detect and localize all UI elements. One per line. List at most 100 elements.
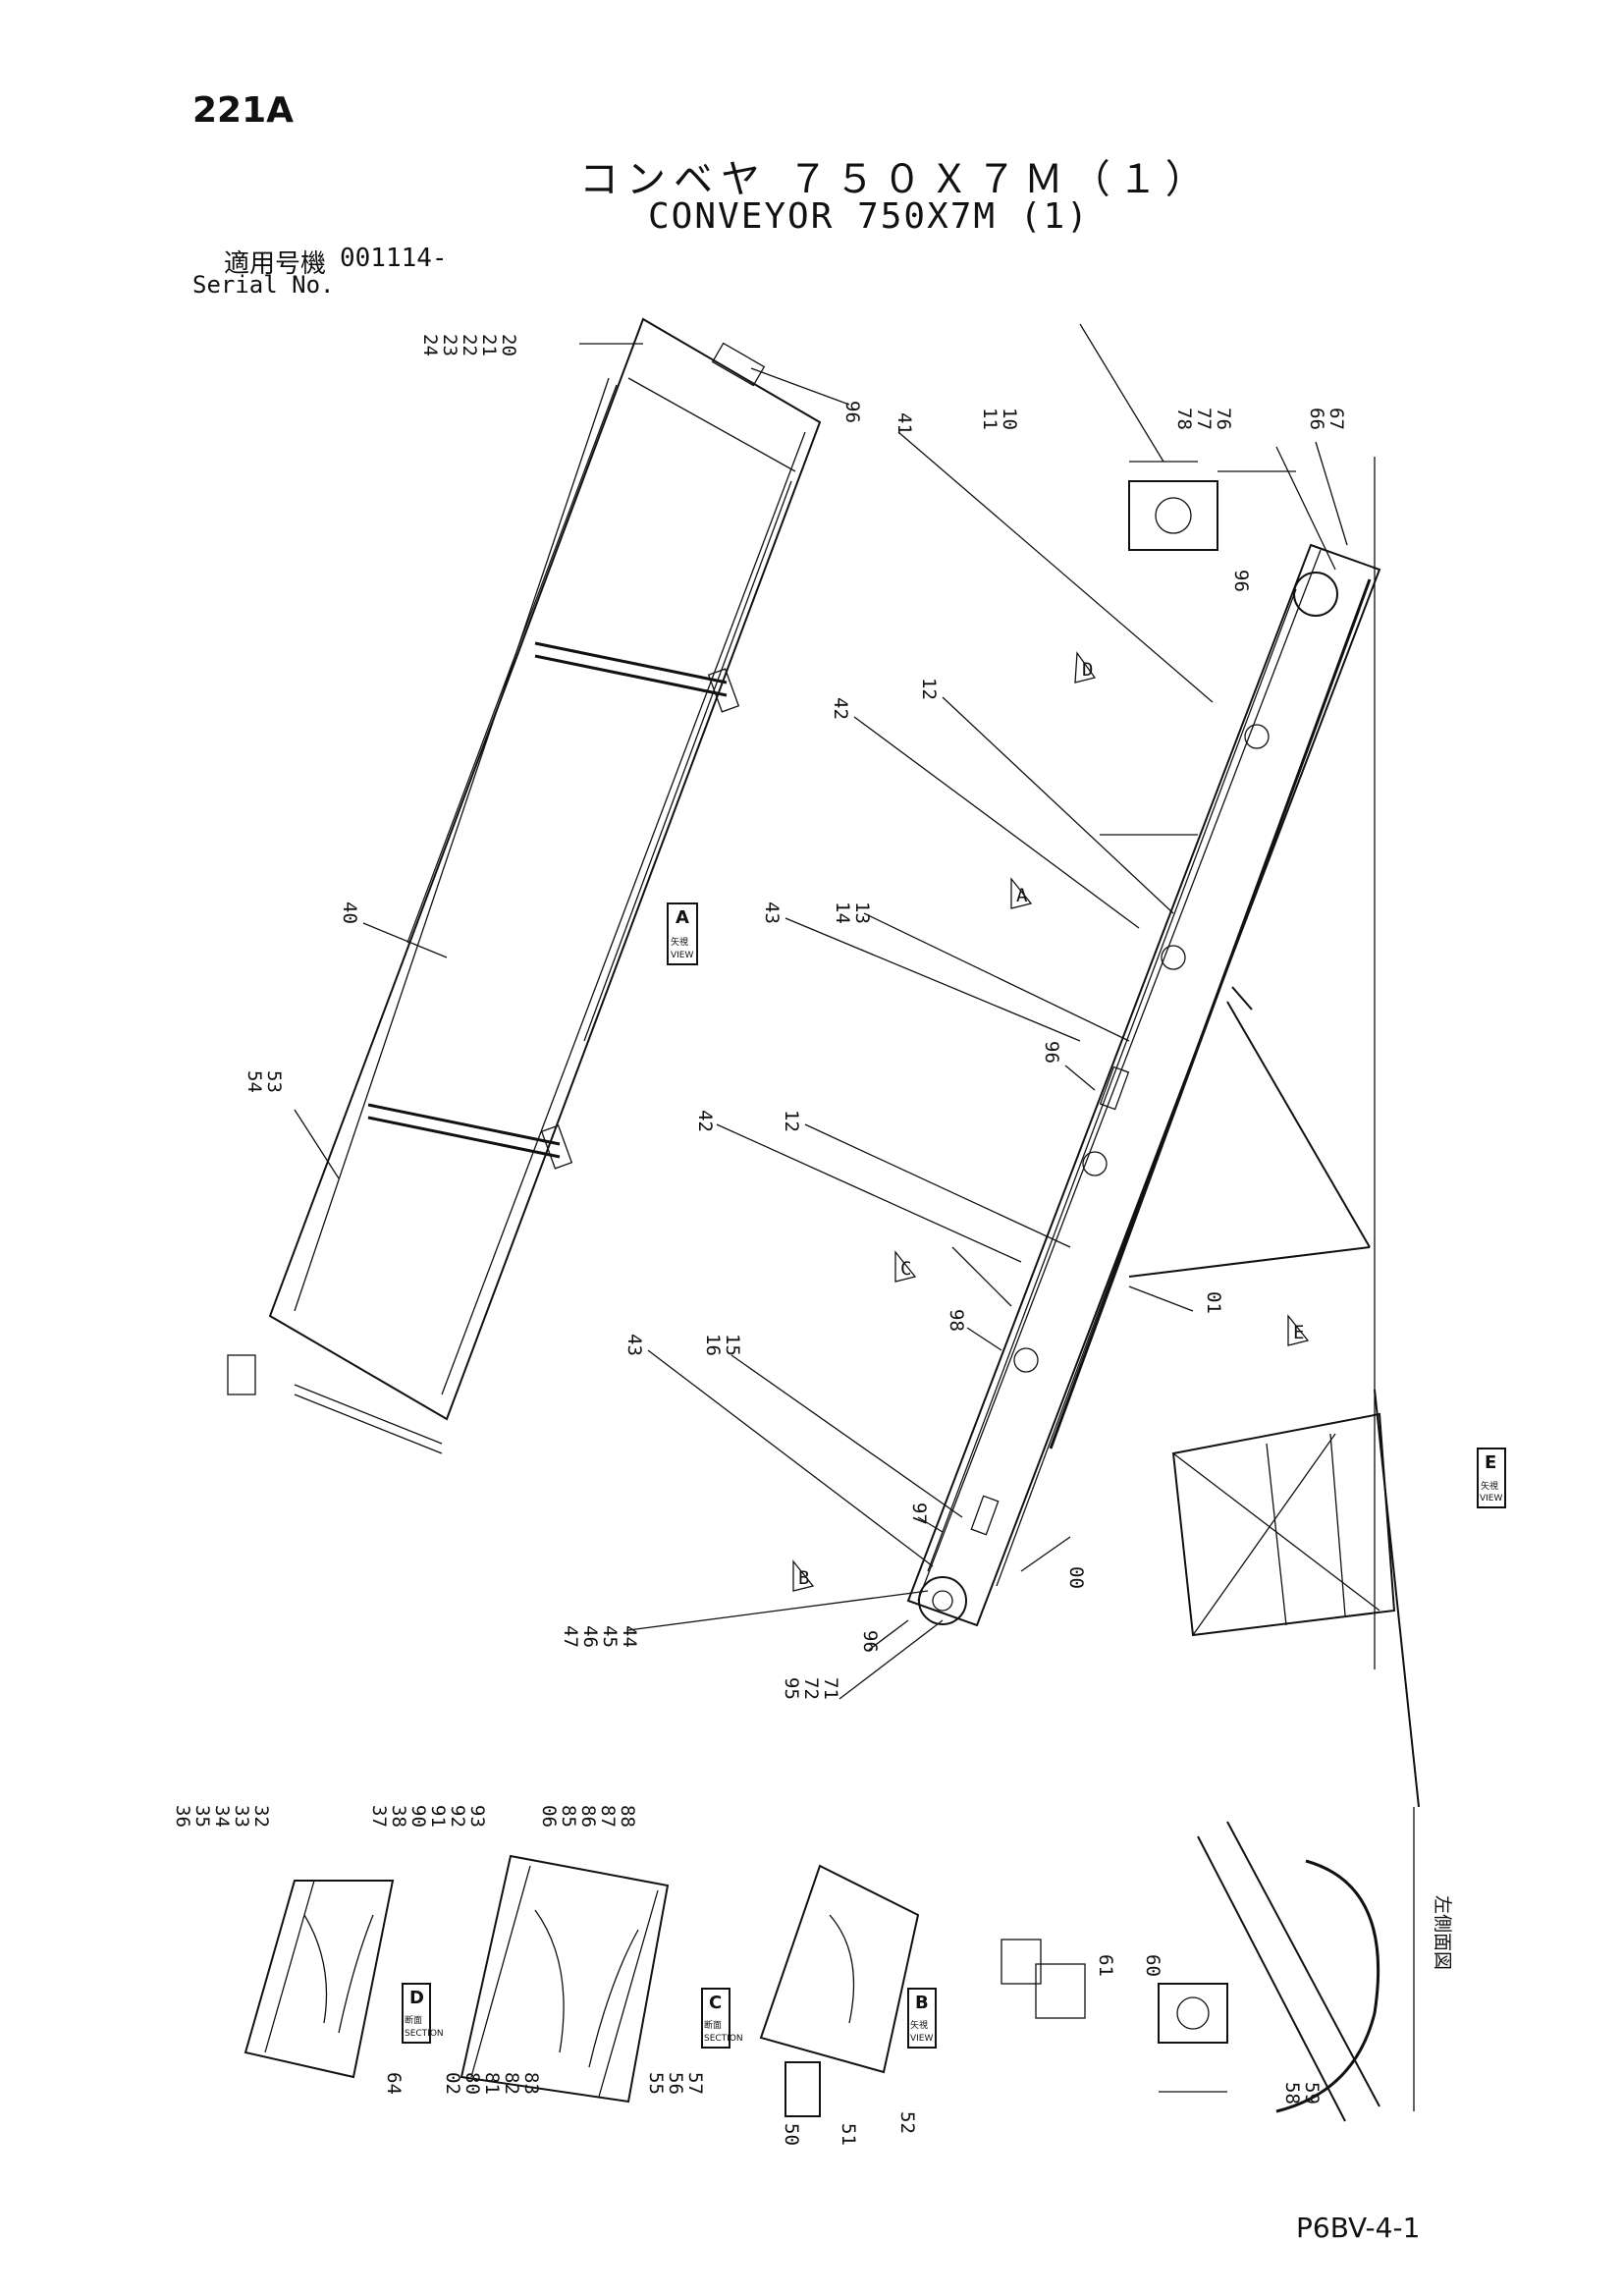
view-arrow-d: D xyxy=(1082,659,1093,681)
view-e-support-frame: E 矢視 VIEW xyxy=(1171,1389,1506,1808)
part-label-g6-0: 14 xyxy=(832,902,853,924)
part-label-p96b: 96 xyxy=(1230,570,1252,592)
part-label-g11-4: 92 xyxy=(447,1805,468,1828)
part-label-g12-3: 87 xyxy=(597,1805,619,1828)
view-arrow-e: E xyxy=(1293,1322,1304,1343)
part-label-p12b: 12 xyxy=(781,1110,802,1132)
part-label-g3-2: 76 xyxy=(1213,408,1234,430)
part-label-g8-0: 47 xyxy=(560,1625,581,1648)
main-conveyor-side-view xyxy=(627,323,1381,1700)
section-d-letter: D xyxy=(409,1988,424,2008)
part-label-g7-1: 15 xyxy=(722,1334,743,1356)
part-label-g10-3: 33 xyxy=(231,1805,252,1828)
view-arrow-b: B xyxy=(798,1567,809,1589)
view-a-letter: A xyxy=(676,907,689,928)
svg-text:SECTION: SECTION xyxy=(704,2034,743,2044)
part-label-g10-2: 34 xyxy=(211,1805,233,1828)
part-label-g9-2: 71 xyxy=(820,1677,841,1700)
part-label-p52: 52 xyxy=(896,2111,918,2134)
svg-text:矢視: 矢視 xyxy=(671,936,688,948)
part-label-g5-0: 54 xyxy=(243,1070,265,1093)
left-side-view-detail xyxy=(1001,1807,1415,2122)
part-label-g13-0: 02 xyxy=(442,2072,463,2095)
view-a-conveyor-plan xyxy=(227,317,850,1454)
part-label-g6-1: 13 xyxy=(851,902,873,924)
part-label-g2-0: 11 xyxy=(979,408,1001,430)
part-label-g4-0: 66 xyxy=(1306,408,1327,430)
part-label-g2-1: 10 xyxy=(999,408,1020,430)
view-e-letter: E xyxy=(1485,1452,1496,1473)
part-label-p41: 41 xyxy=(893,412,915,435)
part-label-g10-1: 35 xyxy=(191,1805,213,1828)
part-label-p43b: 43 xyxy=(623,1334,645,1356)
part-label-g9-1: 72 xyxy=(800,1677,822,1700)
part-label-g11-0: 37 xyxy=(368,1805,390,1828)
part-label-g12-4: 88 xyxy=(617,1805,638,1828)
part-label-p60: 60 xyxy=(1142,1954,1163,1977)
view-a-label: A 矢視 VIEW xyxy=(667,902,698,965)
part-label-p42b: 42 xyxy=(694,1110,716,1132)
part-label-g11-3: 91 xyxy=(427,1805,449,1828)
part-label-g11-1: 38 xyxy=(388,1805,409,1828)
left-side-view-title: 左側面図 xyxy=(1432,1895,1453,1970)
part-label-g4-1: 67 xyxy=(1325,408,1347,430)
part-label-g8-1: 46 xyxy=(579,1625,601,1648)
part-label-g5-1: 53 xyxy=(263,1070,285,1093)
part-label-g13-1: 80 xyxy=(461,2072,483,2095)
part-label-p96a: 96 xyxy=(841,401,863,423)
part-label-g13-2: 81 xyxy=(481,2072,503,2095)
view-arrow-c: C xyxy=(900,1258,911,1280)
part-label-p97: 97 xyxy=(908,1503,930,1525)
part-label-p00: 00 xyxy=(1065,1566,1087,1589)
part-label-g3-1: 77 xyxy=(1193,408,1215,430)
part-label-p01: 01 xyxy=(1203,1291,1224,1314)
part-label-p61: 61 xyxy=(1095,1954,1116,1977)
serial-number-value: 001114- xyxy=(340,244,448,273)
view-arrow-a: A xyxy=(1016,885,1028,906)
part-label-g10-4: 32 xyxy=(250,1805,272,1828)
title-japanese: コンベヤ ７５０Ｘ７Ｍ（１） xyxy=(579,157,1213,202)
part-label-g11-5: 93 xyxy=(466,1805,488,1828)
part-label-p96c: 96 xyxy=(1041,1041,1062,1064)
section-d-detail: D 断面 SECTION xyxy=(243,1880,444,2079)
part-label-g9-0: 95 xyxy=(781,1677,802,1700)
part-label-p98: 98 xyxy=(946,1309,967,1332)
view-b-letter: B xyxy=(915,1993,929,2013)
sheet-code: P6BV-4-1 xyxy=(1296,2212,1421,2244)
part-label-g3-0: 78 xyxy=(1173,408,1195,430)
part-label-g13-4: 83 xyxy=(520,2072,542,2095)
part-label-g1-0: 24 xyxy=(419,334,441,356)
serial-label-english: Serial No. xyxy=(192,271,335,299)
title-english: CONVEYOR 750X7M (1) xyxy=(648,196,1090,237)
part-label-g10-0: 36 xyxy=(172,1805,193,1828)
view-b-detail: B 矢視 VIEW xyxy=(759,1864,937,2117)
svg-text:矢視: 矢視 xyxy=(1481,1480,1498,1492)
part-label-g12-0: 06 xyxy=(538,1805,560,1828)
part-label-p96d: 96 xyxy=(859,1630,881,1653)
part-label-p51: 51 xyxy=(838,2123,859,2146)
part-label-p40: 40 xyxy=(339,902,360,924)
svg-text:VIEW: VIEW xyxy=(671,951,693,960)
part-label-g12-1: 85 xyxy=(558,1805,579,1828)
part-label-p12a: 12 xyxy=(918,678,940,700)
part-label-g15-0: 58 xyxy=(1281,2082,1303,2105)
part-label-g1-3: 21 xyxy=(478,334,500,356)
part-label-g15-1: 59 xyxy=(1301,2082,1323,2105)
svg-text:矢視: 矢視 xyxy=(910,2019,928,2031)
part-label-g14-2: 57 xyxy=(684,2072,706,2095)
part-label-g13-3: 82 xyxy=(501,2072,522,2095)
part-label-g7-0: 16 xyxy=(702,1334,724,1356)
page-number: 221A xyxy=(192,90,295,131)
svg-text:断面: 断面 xyxy=(405,2014,422,2026)
part-label-g8-2: 45 xyxy=(599,1625,621,1648)
part-label-p42a: 42 xyxy=(830,697,851,720)
part-label-g14-1: 56 xyxy=(665,2072,686,2095)
section-c-letter: C xyxy=(709,1993,722,2013)
part-label-g1-1: 23 xyxy=(439,334,460,356)
part-label-g1-4: 20 xyxy=(498,334,519,356)
serial-label-japanese: 適用号機 xyxy=(224,249,327,279)
svg-text:SECTION: SECTION xyxy=(405,2029,444,2039)
svg-text:VIEW: VIEW xyxy=(910,2034,933,2044)
